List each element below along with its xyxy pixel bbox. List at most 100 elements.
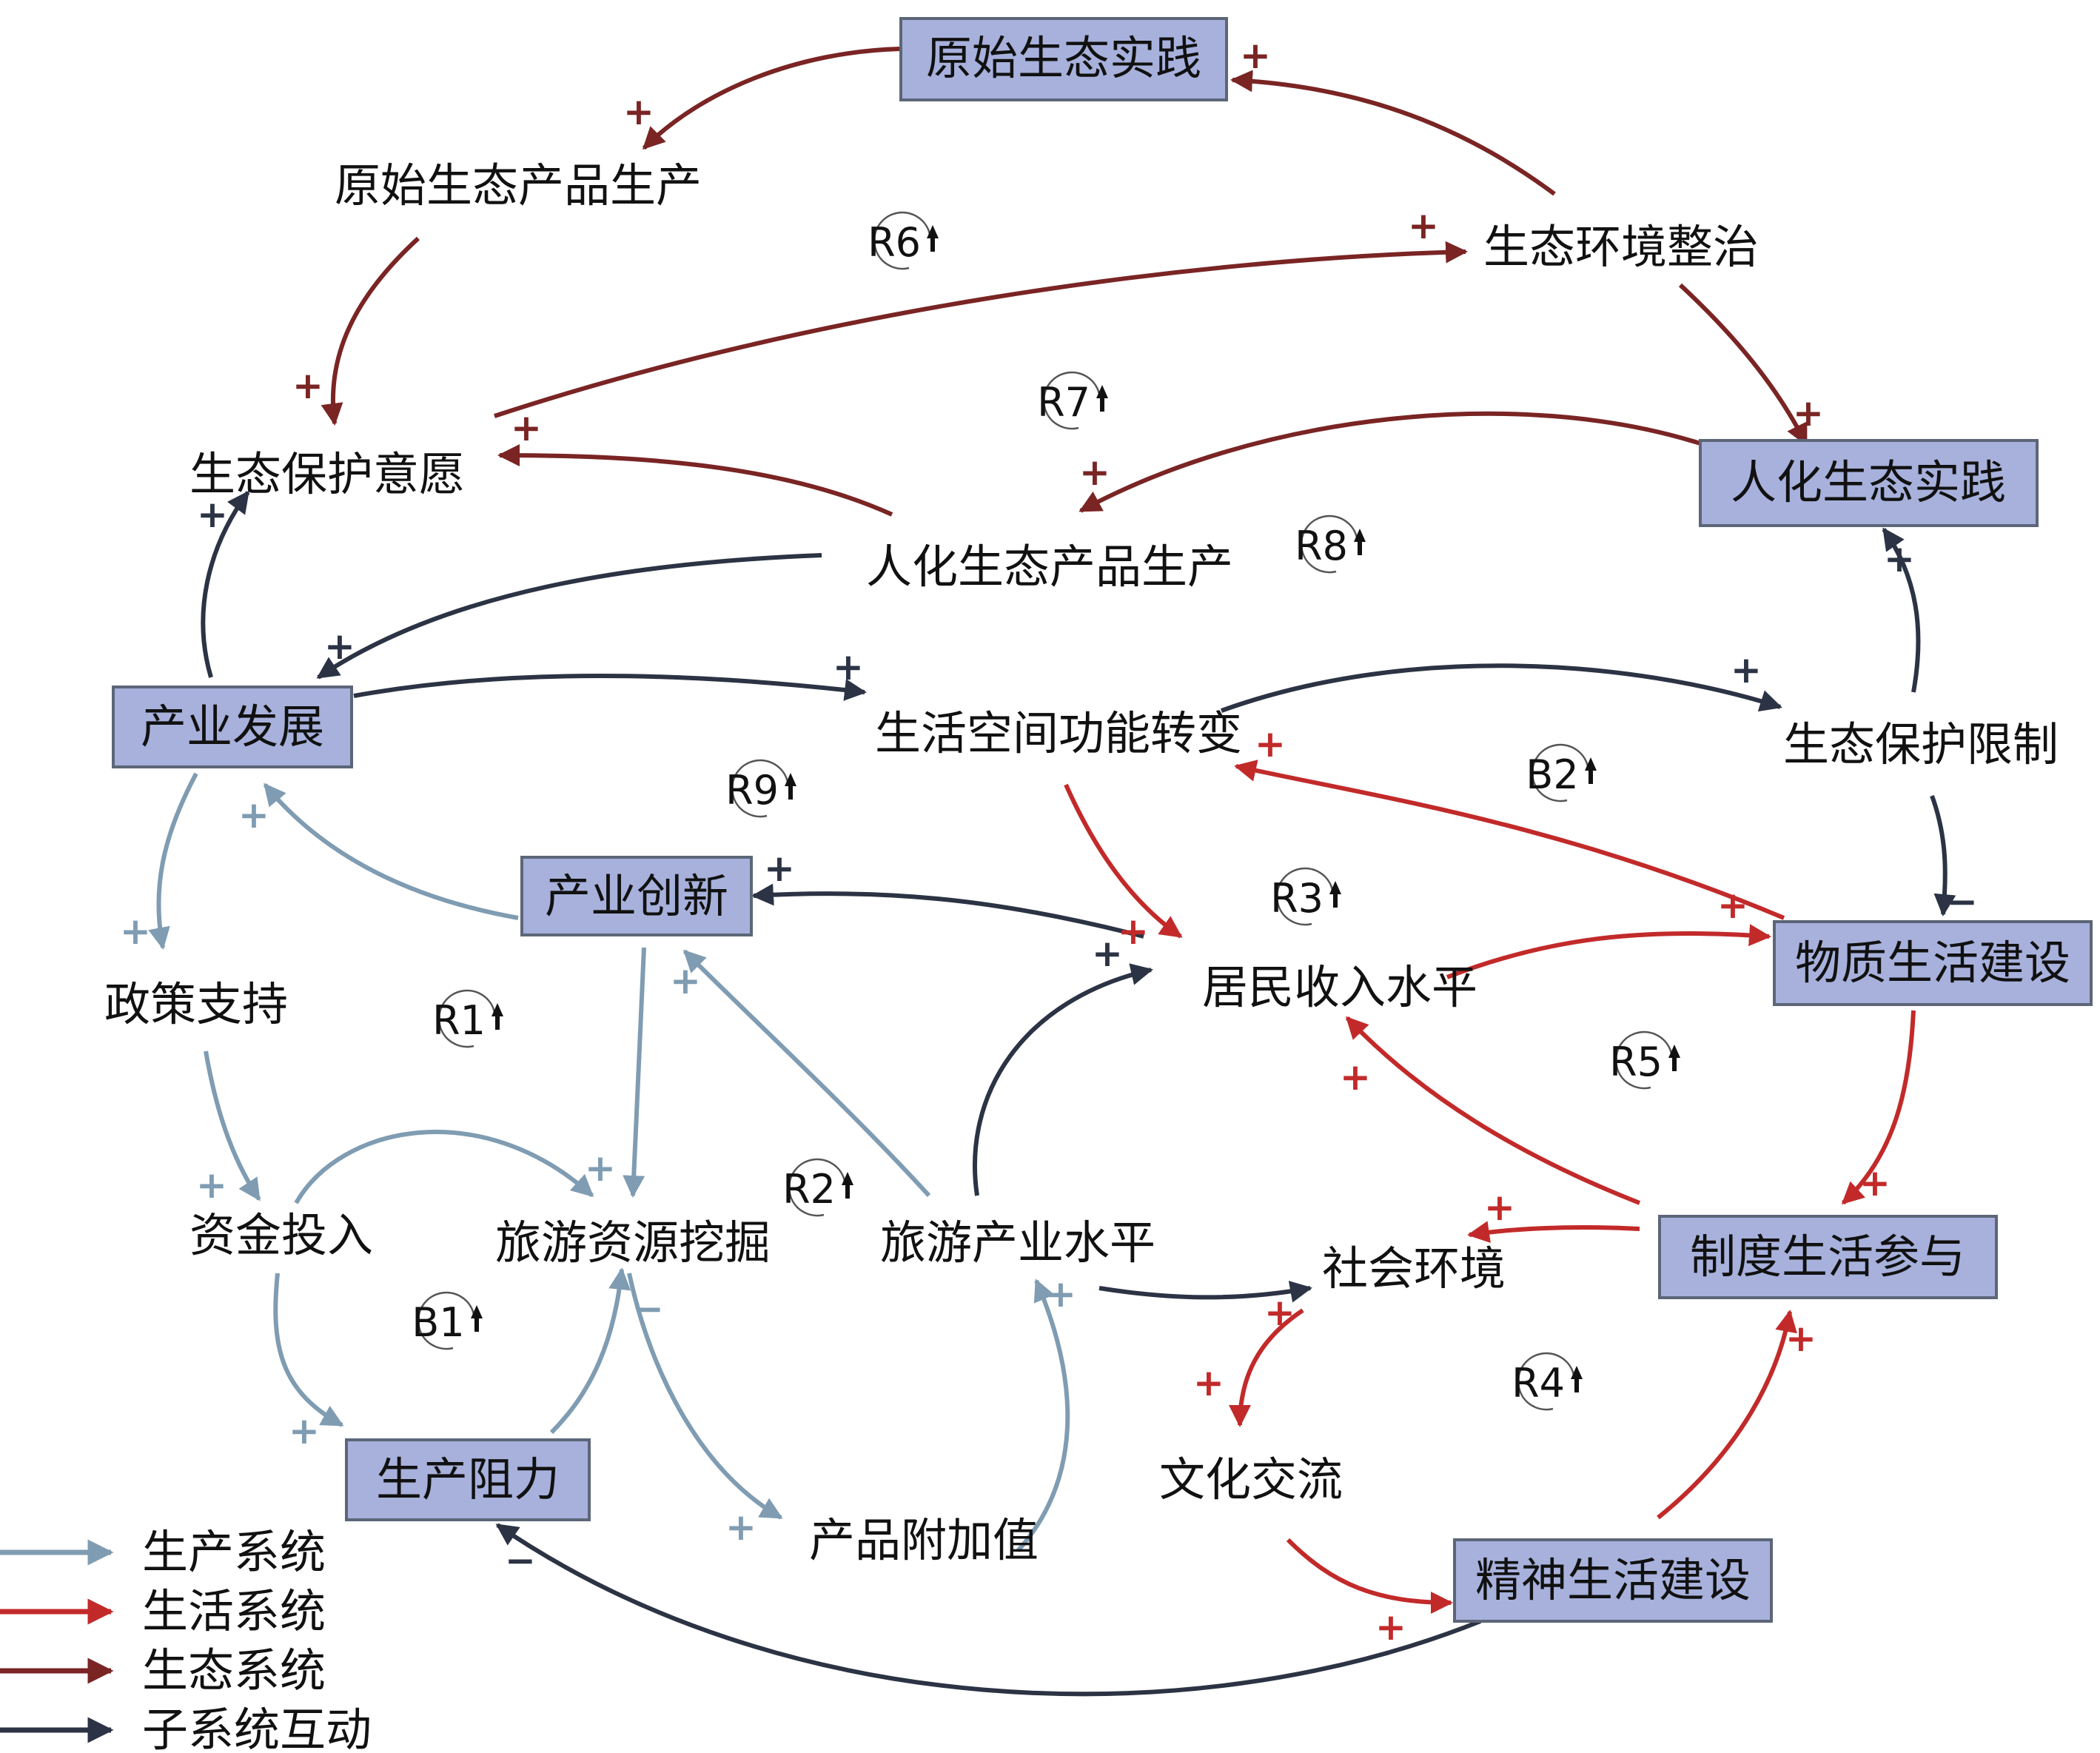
sign: − [633, 1287, 664, 1330]
link-governance-to-primitive-practice [1230, 70, 1556, 196]
node-eco-protection-restriction: 生态保护限制 [1783, 717, 2059, 771]
loop-marker: B1 [412, 1291, 483, 1350]
node-tourism-industry: 旅游产业水平 [880, 1216, 1155, 1270]
loop-marker: R6 [868, 211, 939, 270]
link-capital-to-production-resistance [273, 1273, 344, 1427]
node-living-space-transform: 生活空间功能转变 [875, 706, 1242, 760]
sign: + [196, 1164, 227, 1207]
svg-text:产业发展: 产业发展 [141, 700, 324, 754]
link-capital-to-tourism-resource [294, 1130, 594, 1204]
svg-text:产业创新: 产业创新 [545, 869, 728, 923]
node-eco-protection-willingness: 生态保护意愿 [189, 447, 465, 501]
loop-label: R3 [1270, 875, 1324, 922]
link-tourism-industry-to-innovation [682, 949, 931, 1198]
node-production-resistance: 生产阻力 [345, 1438, 591, 1521]
link-primitive-practice-to-primitive-product [642, 47, 900, 150]
sign: + [292, 364, 323, 407]
link-institutional-life-to-social-environment [1467, 1221, 1640, 1243]
svg-text:原始生态实践: 原始生态实践 [926, 31, 1201, 85]
svg-text:物质生活建设: 物质生活建设 [1795, 936, 2070, 990]
sign: + [670, 959, 701, 1002]
loop-marker: R3 [1270, 867, 1341, 926]
sign: + [585, 1147, 616, 1190]
link-industry-to-living-space [353, 674, 867, 701]
node-cultural-exchange: 文化交流 [1159, 1452, 1343, 1506]
link-industry-to-policy-support [148, 772, 198, 950]
link-humanized-product-to-industry [316, 553, 822, 680]
legend-item-production: 生产系统 [0, 1525, 326, 1579]
link-protection-restriction-to-humanized-practice [1882, 527, 1921, 693]
loop-label: R9 [725, 767, 779, 814]
loop-marker: R7 [1037, 371, 1108, 430]
sign: + [1092, 932, 1123, 975]
node-capital-input: 资金投入 [189, 1208, 373, 1262]
loop-label: R8 [1295, 523, 1348, 569]
boxed-nodes: 原始生态实践 人化生态实践 产业发展 产业创新 物质生活建设 制度生活参与 生产… [112, 17, 2093, 1623]
link-humanized-practice-to-humanized-product [1078, 411, 1703, 513]
legend-label: 生产系统 [142, 1525, 326, 1579]
node-industry-development: 产业发展 [112, 686, 353, 768]
sign: + [1484, 1186, 1515, 1229]
sign: + [1193, 1361, 1224, 1404]
node-resident-income: 居民收入水平 [1202, 960, 1477, 1014]
node-primitive-eco-practice: 原始生态实践 [899, 17, 1228, 101]
loop-label: R6 [868, 219, 921, 266]
sign: + [1079, 451, 1110, 494]
link-governance-to-humanized-practice [1678, 283, 1808, 446]
link-protection-restriction-to-material-life [1930, 794, 1956, 916]
loop-marker: R9 [725, 759, 796, 818]
link-material-life-to-living-space [1234, 760, 1785, 920]
legend: 生产系统 生活系统 生态系统 子系统互动 [0, 1525, 372, 1753]
sign: + [1793, 392, 1824, 435]
loop-marker: R1 [432, 989, 503, 1048]
loop-marker: R4 [1512, 1352, 1583, 1411]
link-living-space-to-protection-restriction [1220, 663, 1782, 713]
node-social-environment: 社会环境 [1322, 1241, 1506, 1296]
sign: + [623, 90, 654, 133]
sign: + [833, 646, 864, 688]
link-humanized-product-to-protection-willingness [497, 444, 893, 517]
link-living-space-to-income [1064, 783, 1183, 939]
node-eco-environment-governance: 生态环境整治 [1483, 220, 1759, 274]
svg-text:生产阻力: 生产阻力 [376, 1452, 560, 1506]
polarity-signs: + + + + + + + + + + + + + + + + − + + + … [120, 34, 1978, 1649]
node-primitive-eco-product: 原始生态产品生产 [335, 158, 702, 212]
legend-label: 生活系统 [142, 1584, 326, 1638]
legend-item-ecology: 生态系统 [0, 1643, 326, 1697]
link-material-life-to-institutional-life [1841, 1010, 1916, 1205]
sign: + [1859, 1162, 1891, 1204]
link-social-environment-to-cultural-exchange [1229, 1308, 1304, 1427]
legend-item-interaction: 子系统互动 [0, 1703, 372, 1753]
node-tourism-resource: 旅游资源挖掘 [495, 1216, 771, 1270]
sign: + [1785, 1317, 1816, 1360]
sign: + [511, 406, 542, 449]
loop-label: R4 [1512, 1360, 1565, 1407]
node-institutional-life: 制度生活参与 [1658, 1215, 1998, 1299]
svg-text:人化生态实践: 人化生态实践 [1731, 455, 2006, 509]
sign: + [120, 910, 151, 953]
sign: − [505, 1539, 536, 1582]
link-spiritual-life-to-institutional-life [1657, 1310, 1797, 1520]
link-institutional-life-to-income [1345, 1016, 1641, 1205]
loop-label: R1 [432, 997, 486, 1044]
legend-label: 生态系统 [142, 1643, 326, 1697]
link-production-resistance-to-tourism-resource [549, 1267, 631, 1435]
loop-label: B2 [1526, 751, 1578, 798]
loop-marker: R2 [782, 1158, 853, 1217]
link-income-to-industry-innovation [751, 883, 1144, 939]
svg-text:精神生活建设: 精神生活建设 [1475, 1553, 1751, 1607]
link-cultural-exchange-to-spiritual-life [1286, 1538, 1453, 1614]
plain-nodes: 原始生态产品生产 生态环境整治 生态保护意愿 人化生态产品生产 生活空间功能转变… [104, 158, 2059, 1567]
loop-label: R2 [782, 1166, 836, 1213]
sign: + [1045, 1273, 1076, 1315]
sign: + [764, 847, 795, 890]
loop-marker: R5 [1609, 1030, 1680, 1090]
node-humanized-eco-product: 人化生态产品生产 [866, 540, 1233, 594]
sign: + [1340, 1056, 1371, 1099]
sign: − [1947, 880, 1978, 923]
link-value-added-to-tourism-industry [1016, 1278, 1070, 1552]
link-innovation-to-tourism-resource [623, 947, 646, 1198]
sign: + [1731, 648, 1762, 691]
link-spiritual-life-to-production-resistance [495, 1523, 1482, 1697]
